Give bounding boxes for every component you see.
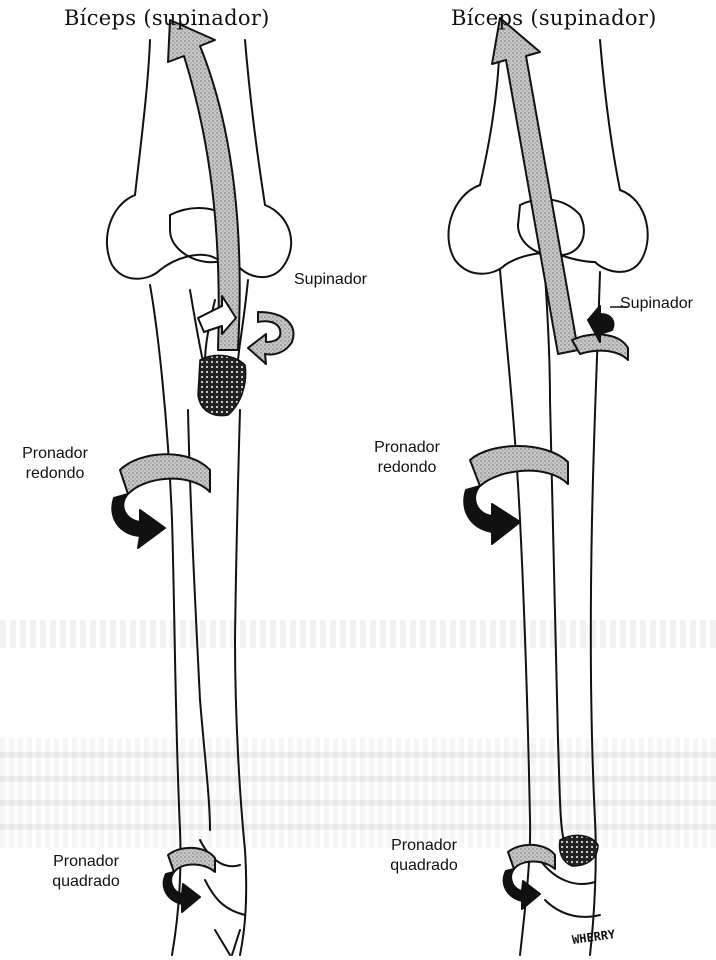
- right-label-pronador-quadrado-line1: Pronador: [374, 836, 474, 856]
- right-label-pronador-redondo-line2: redondo: [362, 458, 452, 478]
- left-fracture-site: [198, 355, 246, 415]
- left-label-pronador-redondo-line2: redondo: [10, 464, 100, 484]
- right-label-supinador: Supinador: [620, 294, 693, 314]
- right-pronator-quadratus-arrow: [504, 845, 555, 909]
- left-panel-title: Bíceps (supinador): [64, 6, 270, 30]
- left-label-pronador-quadrado-line2: quadrado: [36, 872, 136, 892]
- left-label-pronador-quadrado-line1: Pronador: [36, 852, 136, 872]
- right-label-pronador-redondo-line1: Pronador: [362, 438, 452, 458]
- right-label-pronador-quadrado: Pronador quadrado: [374, 836, 474, 876]
- left-label-pronador-quadrado: Pronador quadrado: [36, 852, 136, 892]
- right-label-pronador-redondo: Pronador redondo: [362, 438, 452, 478]
- right-panel-title: Bíceps (supinador): [451, 6, 657, 30]
- right-fracture-site: [560, 835, 599, 866]
- right-humerus: [480, 40, 620, 190]
- left-pronator-teres-arrow: [112, 454, 210, 548]
- right-biceps-arrow: [492, 18, 578, 354]
- left-label-supinador: Supinador: [294, 270, 367, 290]
- left-label-pronador-redondo-line1: Pronador: [10, 444, 100, 464]
- right-supinator-arrow: [572, 306, 628, 360]
- left-pronator-quadratus-arrow: [164, 848, 215, 912]
- left-forearm: [107, 40, 291, 955]
- right-label-pronador-quadrado-line2: quadrado: [374, 856, 474, 876]
- left-biceps-arrow: [168, 20, 240, 350]
- left-label-pronador-redondo: Pronador redondo: [10, 444, 100, 484]
